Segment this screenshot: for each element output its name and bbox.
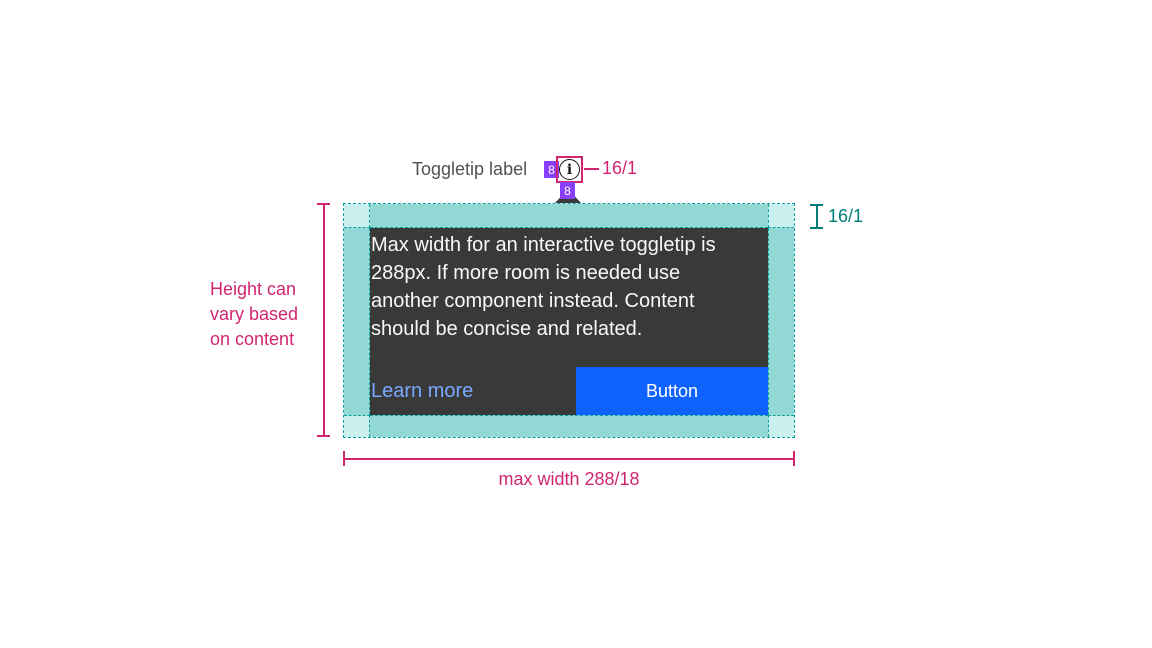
tooltip-body-text: Max width for an interactive toggletip i… — [370, 228, 768, 343]
height-measure-line — [317, 203, 330, 437]
height-note: Height can vary based on content — [210, 277, 298, 352]
tooltip-text-line: another component instead. Content — [371, 290, 695, 312]
tooltip-text-line: 288px. If more room is needed use — [371, 262, 681, 284]
tooltip-text-line: should be concise and related. — [371, 318, 643, 340]
toggletip-label: Toggletip label — [412, 159, 528, 179]
information-icon[interactable]: i — [559, 159, 580, 180]
padding-cell-bottom — [370, 415, 768, 437]
padding-size-annotation: 16/1 — [828, 206, 864, 226]
padding-cell-top-right — [768, 204, 794, 228]
tooltip-text-line: Max width for an interactive toggletip i… — [371, 234, 716, 256]
padding-cell-left — [344, 228, 370, 415]
height-note-line: vary based — [210, 304, 299, 324]
height-note-line: on content — [210, 329, 295, 349]
max-width-label: max width 288/18 — [498, 469, 640, 489]
padding-cell-bottom-right — [768, 415, 794, 437]
padding-overlay-grid: Max width for an interactive toggletip i… — [343, 203, 795, 438]
padding-cell-bottom-left — [344, 415, 370, 437]
annotation-connector-line — [584, 168, 599, 170]
measure-tick — [317, 435, 330, 437]
spacing-badge-vertical: 8 — [560, 182, 575, 199]
padding-measure-line — [810, 204, 823, 229]
height-note-line: Height can — [210, 279, 297, 299]
icon-size-annotation: 16/1 — [602, 158, 638, 178]
information-icon-glyph: i — [566, 161, 573, 178]
measure-stem — [323, 203, 325, 437]
padding-cell-top-left — [344, 204, 370, 228]
measure-stem — [343, 458, 795, 460]
measure-tick — [793, 451, 795, 466]
tooltip-action-button[interactable]: Button — [576, 367, 768, 415]
padding-cell-top — [370, 204, 768, 228]
max-width-measure-line — [343, 451, 795, 466]
measure-tick — [810, 227, 823, 229]
toggletip-body: Max width for an interactive toggletip i… — [370, 228, 768, 415]
padding-cell-right — [768, 228, 794, 415]
measure-stem — [816, 204, 818, 229]
tooltip-footer: Learn more Button — [370, 367, 768, 415]
spacing-badge-horizontal: 8 — [544, 161, 559, 178]
learn-more-link[interactable]: Learn more — [371, 379, 474, 402]
